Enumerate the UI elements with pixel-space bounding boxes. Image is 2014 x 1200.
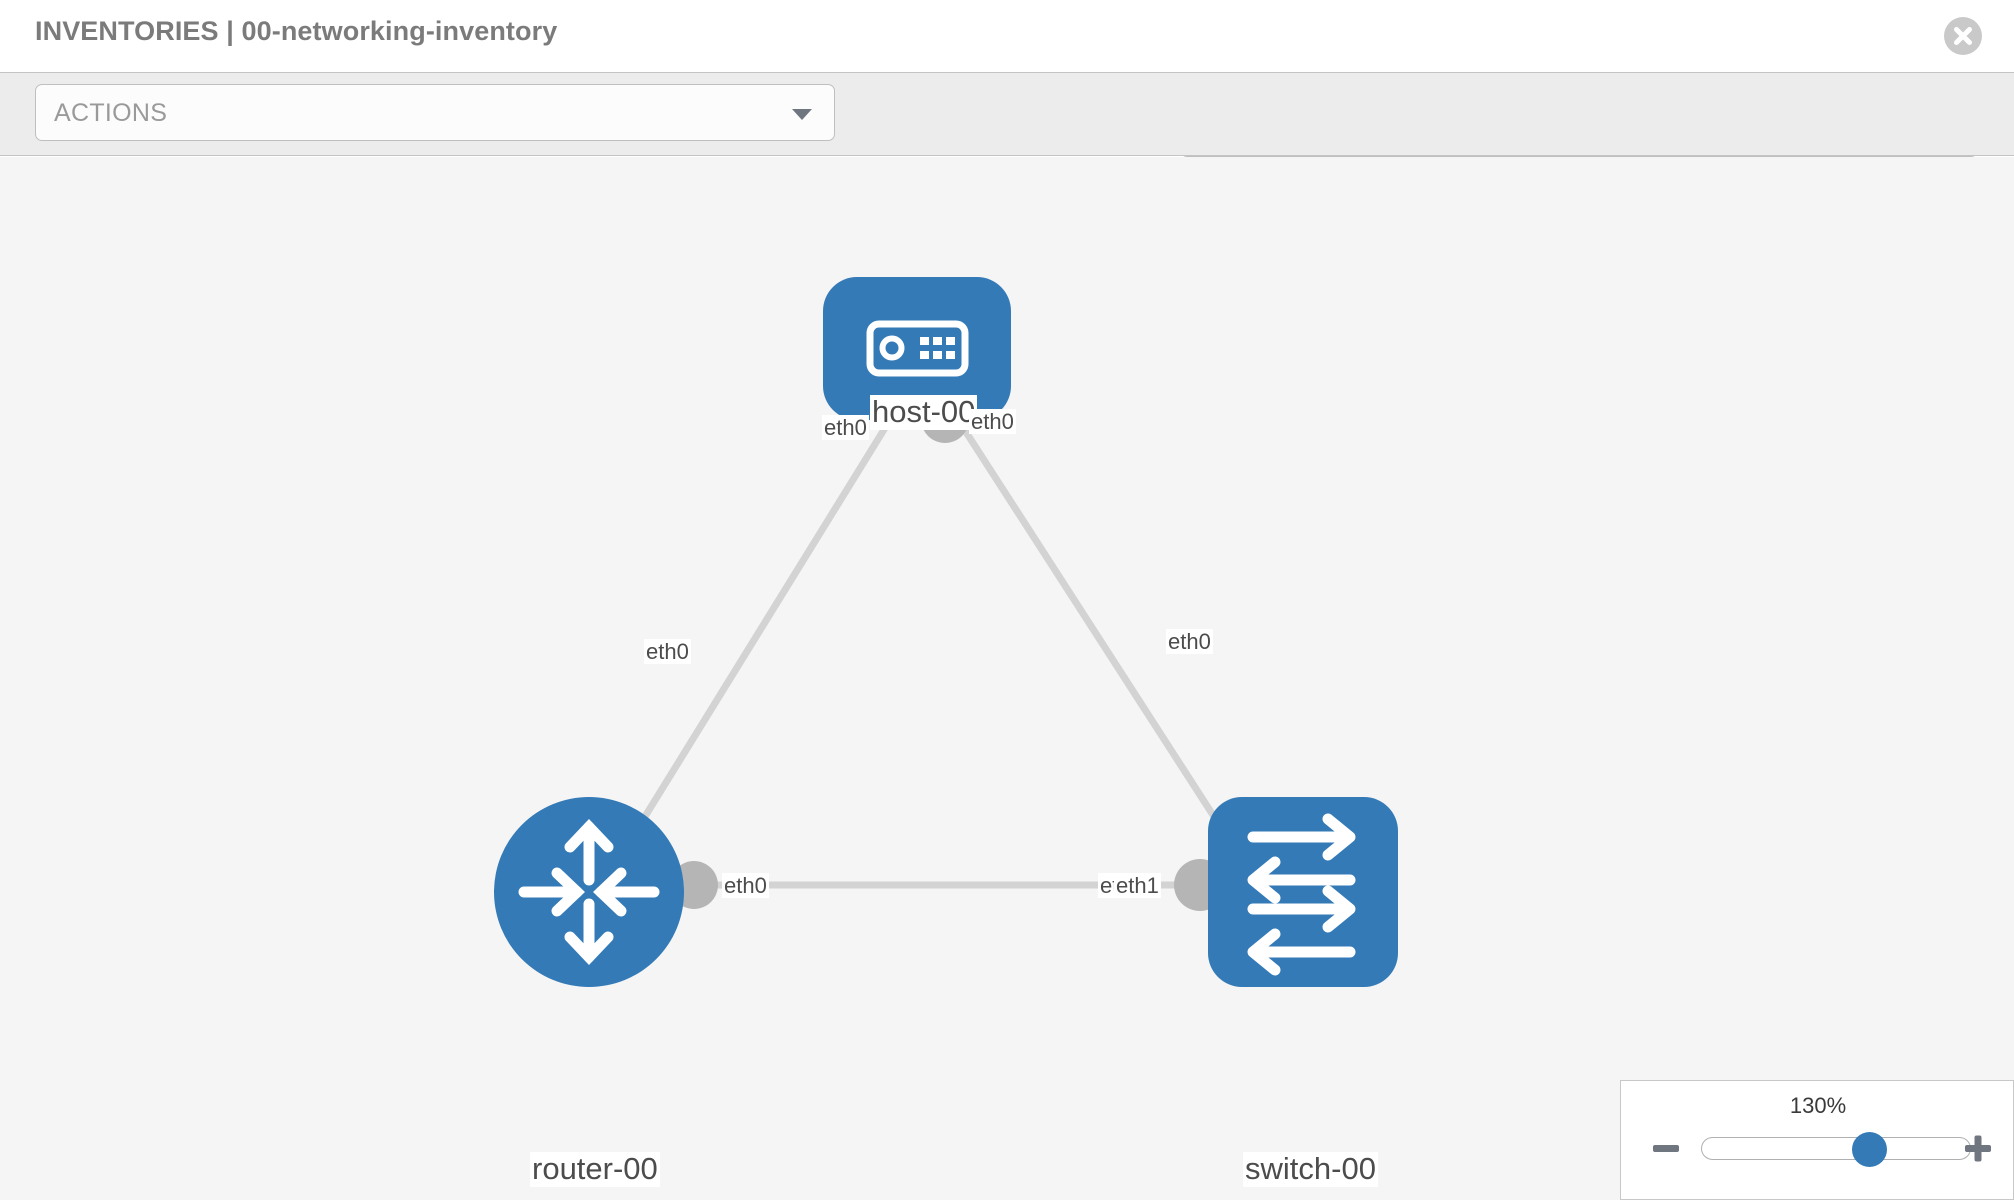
- actions-dropdown[interactable]: ACTIONS: [35, 84, 835, 141]
- link-host-switch[interactable]: [952, 413, 1243, 859]
- zoom-in-button[interactable]: [1961, 1131, 1995, 1165]
- zoom-slider-thumb[interactable]: [1852, 1132, 1888, 1167]
- zoom-out-button[interactable]: [1649, 1131, 1683, 1165]
- link-host-router[interactable]: [617, 413, 896, 859]
- actions-dropdown-label: ACTIONS: [54, 99, 168, 127]
- zoom-control-panel: 130%: [1620, 1080, 2014, 1200]
- iface-label-router-up: eth0: [644, 639, 691, 665]
- close-icon[interactable]: [1944, 17, 1982, 55]
- plus-icon: [1965, 1135, 1991, 1162]
- iface-label-router-right: eth0: [722, 873, 769, 899]
- switch-arrows-icon: [1247, 813, 1356, 976]
- zoom-slider-row: [1621, 1129, 2014, 1169]
- node-label-router-00: router-00: [530, 1151, 660, 1187]
- topology-graph: [494, 277, 1398, 987]
- page-header: INVENTORIES | 00-networking-inventory: [0, 0, 2014, 72]
- node-router-00-shape[interactable]: [494, 797, 684, 987]
- page-title: INVENTORIES | 00-networking-inventory: [35, 16, 558, 46]
- node-router-00[interactable]: [494, 797, 684, 987]
- server-icon: [866, 320, 969, 377]
- node-switch-00-shape[interactable]: [1208, 797, 1398, 987]
- node-label-host-00: host-00: [870, 394, 978, 430]
- zoom-level-value: 130%: [1789, 1093, 1847, 1118]
- topology-canvas[interactable]: eth0 host-00 eth0 eth0 eth0 eth0 eth eth…: [0, 157, 2014, 1200]
- node-label-switch-00: switch-00: [1243, 1151, 1378, 1187]
- zoom-slider-track[interactable]: [1701, 1132, 1971, 1167]
- close-x-glyph: [1954, 27, 1972, 45]
- node-host-00[interactable]: [823, 277, 1011, 420]
- iface-label-switch-left: eth1: [1114, 873, 1161, 899]
- iface-label-host-right: eth0: [969, 409, 1016, 435]
- toolbar: ACTIONS SEARCH: [0, 72, 2014, 213]
- iface-label-switch-up: eth0: [1166, 629, 1213, 655]
- node-host-00-shape[interactable]: [823, 277, 1011, 420]
- chevron-down-icon: [792, 109, 812, 120]
- router-arrows-icon: [518, 819, 660, 965]
- iface-label-host-left: eth0: [822, 415, 869, 441]
- node-switch-00[interactable]: [1208, 797, 1398, 987]
- minus-icon: [1653, 1145, 1679, 1152]
